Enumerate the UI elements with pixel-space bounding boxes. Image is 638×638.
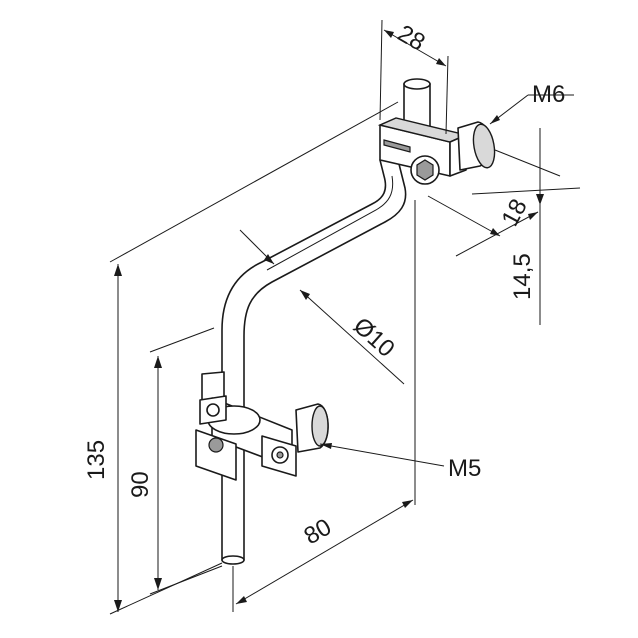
dim-top-width: 28: [393, 20, 430, 57]
lower-clamp: [195, 371, 329, 481]
dim-overall-height: 135: [83, 440, 110, 480]
dim-lower-height: 90: [127, 471, 154, 498]
dim-thread-top: M6: [532, 81, 565, 108]
dim-clamp-height: 18: [496, 195, 532, 231]
top-clamp: [377, 78, 496, 185]
dim-thread-bottom: M5: [448, 455, 481, 482]
dim-horizontal-reach: 80: [300, 513, 337, 550]
dimension-labels: 28 M6 18 14,5 Ø10 135 90 80 M5: [83, 20, 565, 550]
dim-clamp-offset: 14,5: [509, 253, 536, 300]
dim-diameter: Ø10: [348, 312, 400, 362]
dimension-lines: [109, 19, 581, 615]
bent-tube: [221, 159, 407, 565]
